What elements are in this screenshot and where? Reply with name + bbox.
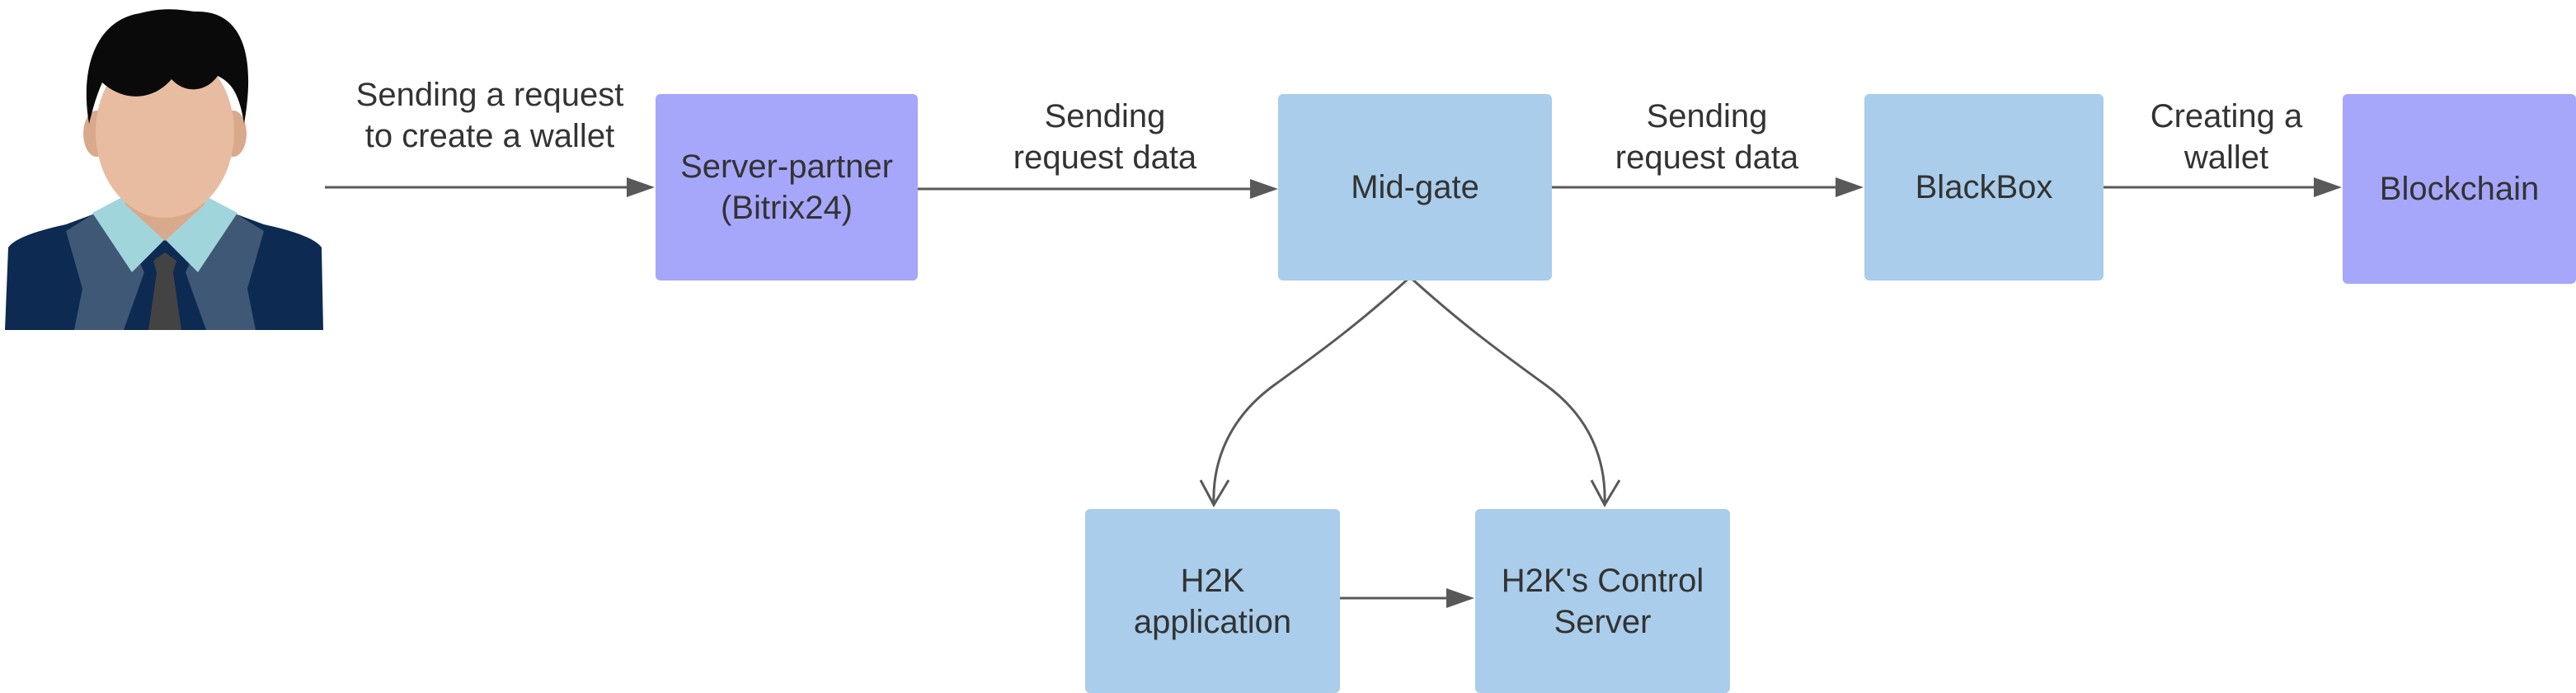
edge-user-to-server xyxy=(325,177,655,197)
blockchain-node: Blockchain xyxy=(2343,94,2576,284)
h2k-control-server-node: H2K's Control Server xyxy=(1475,509,1730,693)
mid-gate-label: Mid-gate xyxy=(1351,169,1479,205)
server-partner-label-line1: Server-partner xyxy=(680,148,893,185)
edge-label-server-to-midgate: Sending request data xyxy=(948,96,1262,178)
edge-server-to-midgate xyxy=(917,179,1278,199)
edge-label-midgate-to-blackbox-line2: request data xyxy=(1615,139,1799,176)
edge-label-server-to-midgate-line1: Sending xyxy=(1044,98,1166,134)
edge-blackbox-to-blockchain xyxy=(2103,177,2342,197)
h2k-application-node: H2K application xyxy=(1085,509,1340,693)
user-avatar-icon xyxy=(5,9,323,330)
server-partner-node: Server-partner (Bitrix24) xyxy=(656,94,918,280)
blackbox-label: BlackBox xyxy=(1915,169,2053,205)
edge-label-blackbox-to-blockchain-line1: Creating a xyxy=(2150,98,2303,134)
edge-label-user-to-server-line1: Sending a request xyxy=(355,77,624,113)
edge-label-midgate-to-blackbox: Sending request data xyxy=(1550,96,1864,178)
edge-label-blackbox-to-blockchain-line2: wallet xyxy=(2183,139,2269,176)
h2k-control-server-label-line1: H2K's Control xyxy=(1501,562,1704,599)
edge-midgate-to-h2k-control xyxy=(1408,276,1621,508)
edge-h2k-app-to-h2k-control xyxy=(1339,588,1474,608)
h2k-application-label-line2: application xyxy=(1133,603,1292,640)
edge-label-user-to-server: Sending a request to create a wallet xyxy=(325,74,655,157)
edge-midgate-to-h2k-app xyxy=(1199,276,1412,508)
mid-gate-node: Mid-gate xyxy=(1278,94,1552,280)
h2k-application-label-line1: H2K xyxy=(1180,562,1245,599)
blackbox-node: BlackBox xyxy=(1864,94,2104,280)
edge-label-midgate-to-blackbox-line1: Sending xyxy=(1646,98,1768,134)
edge-label-blackbox-to-blockchain: Creating a wallet xyxy=(2103,96,2350,178)
blockchain-label: Blockchain xyxy=(2379,171,2540,207)
edge-label-server-to-midgate-line2: request data xyxy=(1013,139,1197,176)
h2k-control-server-label-line2: Server xyxy=(1554,603,1652,640)
server-partner-label-line2: (Bitrix24) xyxy=(720,190,853,226)
edge-label-user-to-server-line2: to create a wallet xyxy=(364,118,615,154)
edge-midgate-to-blackbox xyxy=(1552,177,1864,197)
